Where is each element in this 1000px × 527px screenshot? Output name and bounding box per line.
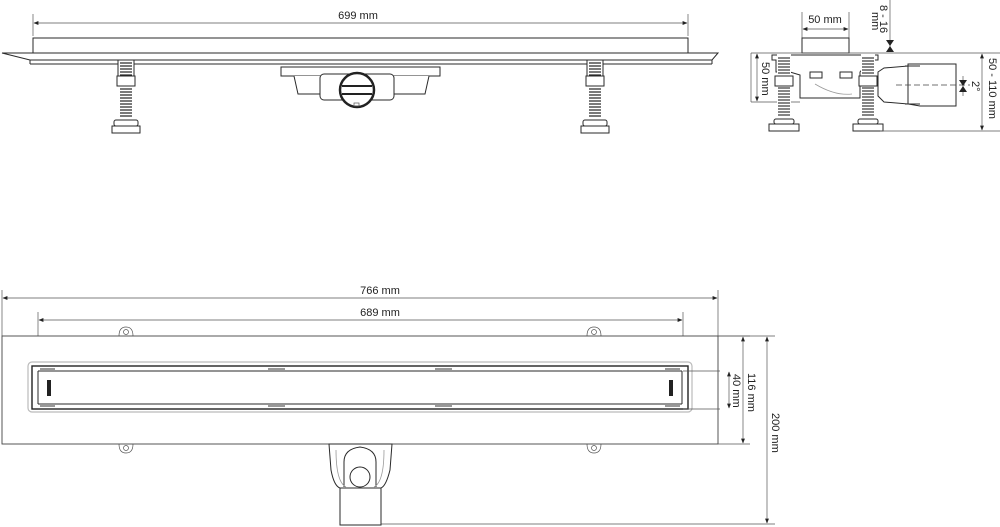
dimension-label-689: 689 mm (360, 307, 400, 319)
grate-handle-right (669, 380, 673, 396)
grate-end (801, 37, 850, 54)
drain-trap-side (280, 66, 441, 109)
dimension-label-50-110mm: 50 - 110 mm (986, 58, 998, 119)
mounting-tab (118, 326, 602, 454)
drain-channel-profile (32, 37, 689, 54)
adjustable-foot-end-right (852, 54, 884, 132)
channel-body-end (771, 54, 879, 99)
top-view: 766 mm 689 mm (1, 285, 781, 526)
dimension-unit-8-16: mm (869, 12, 881, 30)
dimension-label-116mm: 116 mm (745, 373, 757, 412)
dimension-label-slope: 2° (969, 81, 981, 92)
drain-flange (1, 52, 720, 61)
outlet-pipe-icon (338, 71, 376, 109)
grate-top (31, 365, 689, 410)
dimension-label-766: 766 mm (360, 285, 400, 297)
adjustable-foot-right (580, 59, 610, 134)
grate-handle-left (47, 380, 51, 396)
adjustable-foot-end-left (768, 54, 800, 132)
drain-trap-top (328, 443, 393, 526)
dimension-label-50mm-width: 50 mm (808, 14, 842, 26)
side-view: 699 mm (1, 10, 720, 134)
dimension-label-200mm: 200 mm (769, 413, 781, 453)
outlet-pipe-end (877, 63, 970, 107)
dimension-label-40mm: 40 mm (730, 374, 742, 408)
dimension-label-50mm-height: 50 mm (759, 62, 771, 96)
dimension-label-8-16: 8 - 16 (877, 5, 889, 33)
end-view: 50 mm 8 - 16 mm 50 mm (750, 0, 1000, 132)
adjustable-foot-left (111, 59, 141, 134)
dimension-label-699: 699 mm (338, 10, 378, 22)
